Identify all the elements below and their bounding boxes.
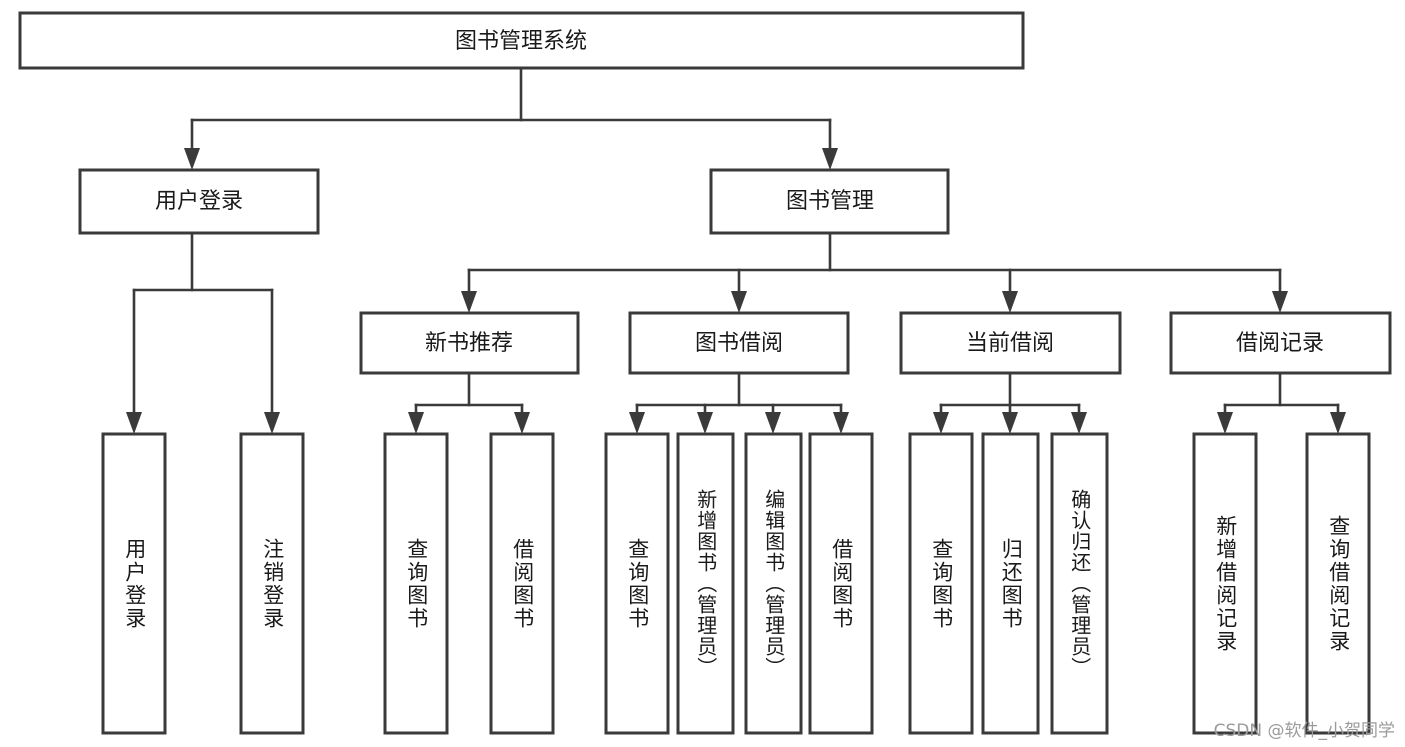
node-book-management[interactable]: 图书管理 (709, 168, 950, 235)
node-current-borrow[interactable]: 当前借阅 (899, 311, 1122, 375)
leaf-boxes-user-login (101, 432, 305, 735)
arrow-head-icon (1002, 412, 1018, 434)
leaf-box-borrowrecord-1[interactable] (1192, 432, 1258, 735)
leaf-box-bookborrow-2[interactable] (676, 432, 735, 735)
arrow-head-icon (408, 412, 424, 434)
node-user-login[interactable]: 用户登录 (78, 168, 320, 235)
node-book-borrow[interactable]: 图书借阅 (628, 311, 850, 375)
arrow-head-icon (833, 412, 849, 434)
arrow-head-icon (933, 412, 949, 434)
node-box-new-book-recommend[interactable] (359, 311, 580, 375)
node-box-current-borrow[interactable] (899, 311, 1122, 375)
leaf-box-user-login-2[interactable] (239, 432, 305, 735)
leaf-box-borrowrecord-2[interactable] (1305, 432, 1371, 735)
node-new-book-recommend[interactable]: 新书推荐 (359, 311, 580, 375)
leaf-boxes-book-borrow (604, 432, 874, 735)
leaf-box-bookborrow-1[interactable] (604, 432, 670, 735)
leaf-box-user-login-1[interactable] (101, 432, 167, 735)
leaf-box-newbook-1[interactable] (383, 432, 449, 735)
node-box-user-login[interactable] (78, 168, 320, 235)
arrow-head-icon (264, 412, 280, 434)
node-root[interactable]: 图书管理系统 (18, 11, 1025, 70)
arrow-head-icon (1217, 412, 1233, 434)
node-borrow-record[interactable]: 借阅记录 (1169, 311, 1392, 375)
leaf-boxes-borrow-record (1192, 432, 1371, 735)
arrow-head-icon (629, 412, 645, 434)
connector-borrowrecord-to-leaves (1217, 371, 1346, 434)
node-label-root: 图书管理系统 (455, 29, 587, 54)
leaf-box-bookborrow-3[interactable] (744, 432, 803, 735)
leaf-boxes-new-book-recommend (383, 432, 555, 735)
node-label-borrow-record: 借阅记录 (1236, 331, 1324, 356)
arrow-head-icon (514, 412, 530, 434)
node-box-borrow-record[interactable] (1169, 311, 1392, 375)
connector-newbook-to-leaves (408, 371, 530, 434)
arrow-head-icon (126, 412, 142, 434)
arrow-head-icon (461, 291, 477, 313)
node-box-book-borrow[interactable] (628, 311, 850, 375)
node-label-book-management: 图书管理 (786, 189, 874, 214)
node-label-current-borrow: 当前借阅 (966, 331, 1054, 356)
arrow-head-icon (697, 412, 713, 434)
leaf-box-currentborrow-2[interactable] (981, 432, 1040, 735)
arrow-head-icon (1071, 412, 1087, 434)
node-label-user-login: 用户登录 (155, 189, 243, 214)
connector-bookmgmt-to-level3 (461, 231, 1288, 313)
connector-root-to-level2 (184, 66, 838, 170)
arrow-head-icon (822, 148, 838, 170)
connector-currentborrow-to-leaves (933, 371, 1087, 434)
node-label-book-borrow: 图书借阅 (695, 331, 783, 356)
arrow-head-icon (765, 412, 781, 434)
leaf-box-currentborrow-3[interactable] (1050, 432, 1109, 735)
node-box-book-management[interactable] (709, 168, 950, 235)
node-label-new-book-recommend: 新书推荐 (425, 331, 513, 356)
arrow-head-icon (731, 291, 747, 313)
arrow-head-icon (1330, 412, 1346, 434)
arrow-head-icon (184, 148, 200, 170)
leaf-boxes-current-borrow (908, 432, 1109, 735)
leaf-box-bookborrow-4[interactable] (808, 432, 874, 735)
leaf-box-currentborrow-1[interactable] (908, 432, 974, 735)
arrow-head-icon (1272, 291, 1288, 313)
arrow-head-icon (1002, 291, 1018, 313)
connector-bookborrow-to-leaves (629, 371, 849, 434)
node-box-root[interactable] (18, 11, 1025, 70)
connector-userlogin-to-leaves (126, 231, 280, 434)
leaf-box-newbook-2[interactable] (489, 432, 555, 735)
